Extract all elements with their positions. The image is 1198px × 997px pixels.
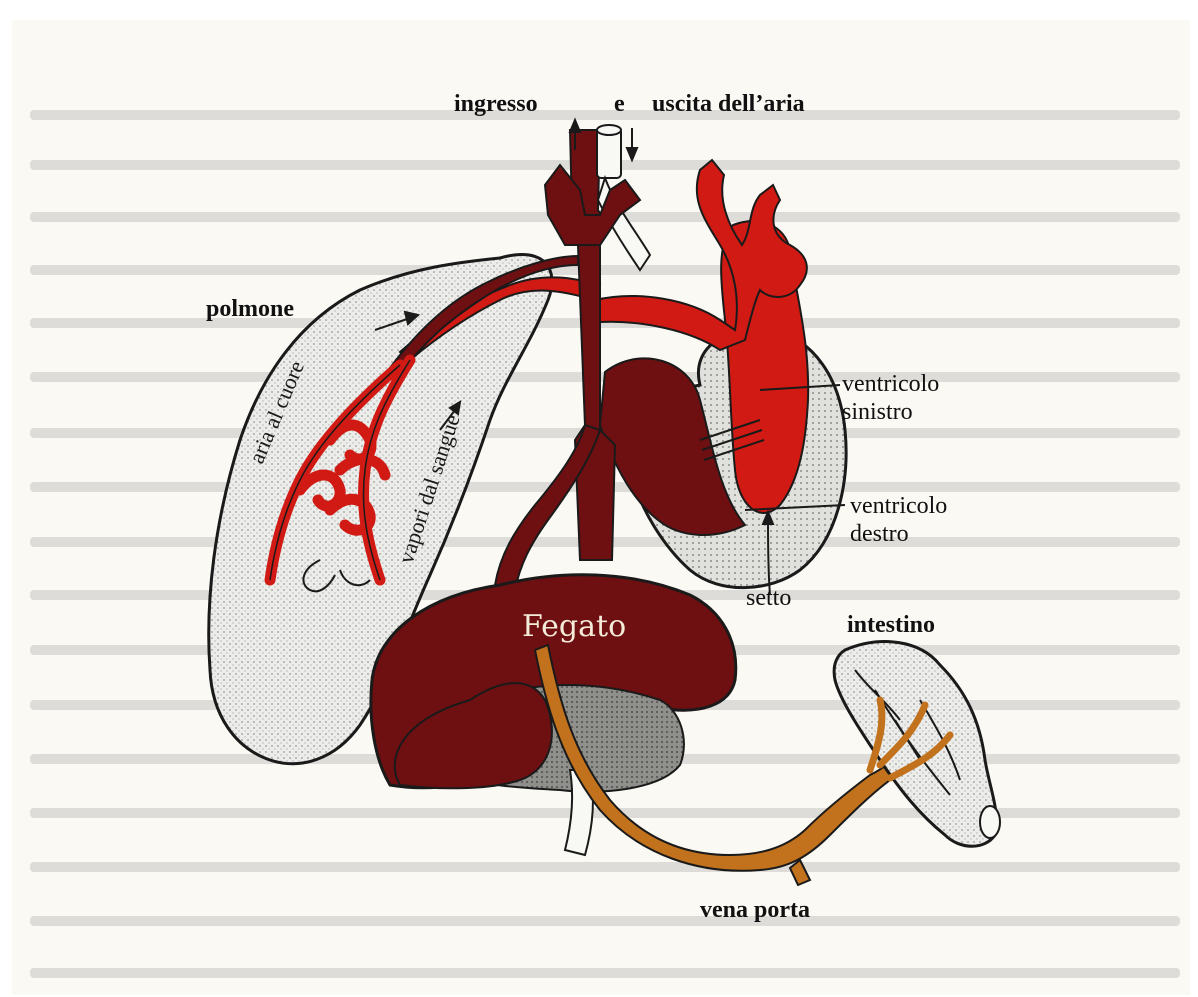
- intestine-end: [980, 806, 1000, 838]
- intestino-label: intestino: [847, 613, 935, 637]
- ingresso-label: ingresso: [454, 92, 538, 116]
- ventricolo-destro-label-2: destro: [850, 522, 909, 546]
- fegato-label: Fegato: [522, 612, 626, 642]
- setto-label: setto: [746, 586, 791, 610]
- vena-porta-label: vena porta: [700, 898, 810, 922]
- ventricolo-sinistro-label-2: sinistro: [842, 400, 913, 424]
- ventricolo-sinistro-label-1: ventricolo: [842, 372, 939, 396]
- uscita-aria-label: uscita dell’aria: [652, 92, 805, 116]
- e-label: e: [614, 92, 625, 116]
- polmone-label: polmone: [206, 297, 294, 321]
- ventricolo-destro-label-1: ventricolo: [850, 494, 947, 518]
